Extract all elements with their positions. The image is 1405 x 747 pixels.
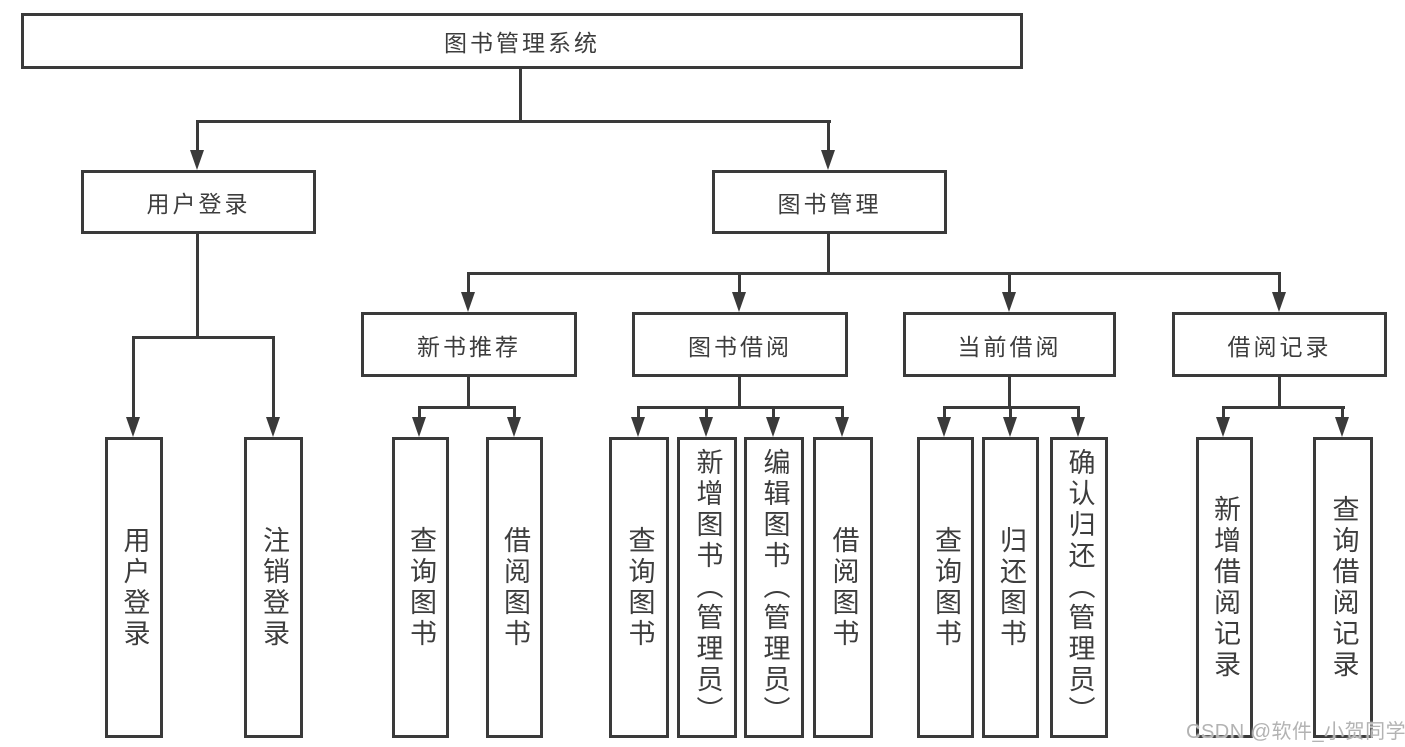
leaf-logout-label: 注销登录 [259, 525, 289, 650]
node-user-login: 用户登录 [81, 170, 316, 234]
node-book-borrowing-label: 图书借阅 [688, 333, 792, 360]
leaf-confirm-return-admin: 确认归还（管理员） [1050, 437, 1108, 738]
connector-borrowing-records-bar [1223, 406, 1345, 409]
connector-new-book-rec-bar [419, 406, 516, 409]
leaf-add-books-admin-label: 新增图书（管理员） [692, 448, 723, 727]
node-root-library-management-system: 图书管理系统 [21, 13, 1023, 69]
connector-borrowing-records-stem [1278, 375, 1281, 409]
connector-book-management-stem [827, 233, 830, 275]
leaf-return-books: 归还图书 [982, 437, 1039, 738]
leaf-borrow-books-rec: 借阅图书 [486, 437, 543, 738]
connector-arrow-current-borrowing [1002, 272, 1016, 312]
connector-arrow-leaf-logout [266, 336, 280, 437]
connector-arrow-br-query [1335, 406, 1349, 437]
csdn-watermark: CSDN @软件_小贺同学 [1186, 721, 1405, 743]
node-borrowing-records: 借阅记录 [1172, 312, 1387, 377]
connector-arrow-cb-query [937, 406, 951, 437]
node-book-borrowing: 图书借阅 [632, 312, 848, 377]
leaf-query-books-current: 查询图书 [917, 437, 974, 738]
node-current-borrowing-label: 当前借阅 [957, 333, 1062, 360]
connector-current-borrowing-bar [944, 406, 1080, 409]
node-new-book-recommendation: 新书推荐 [361, 312, 577, 377]
leaf-borrow-books-borrowing: 借阅图书 [813, 437, 873, 738]
node-new-book-recommendation-label: 新书推荐 [417, 333, 521, 360]
connector-level3-bar [467, 272, 1281, 275]
node-borrowing-records-label: 借阅记录 [1227, 333, 1332, 360]
connector-arrow-bb-borrow [835, 406, 849, 437]
node-book-management: 图书管理 [712, 170, 947, 234]
connector-arrow-new-book-rec [461, 272, 475, 312]
leaf-add-borrowing-record: 新增借阅记录 [1196, 437, 1253, 738]
leaf-query-borrowing-record-label: 查询借阅记录 [1328, 494, 1359, 681]
leaf-user-login: 用户登录 [105, 437, 163, 738]
connector-arrow-cb-return [1003, 406, 1017, 437]
connector-user-login-bar [132, 336, 275, 339]
connector-current-borrowing-stem [1008, 375, 1011, 409]
connector-arrow-br-add [1216, 406, 1230, 437]
connector-root-stem [519, 67, 522, 123]
connector-arrow-bb-query [631, 406, 645, 437]
connector-user-login-stem [196, 233, 199, 339]
connector-arrow-book-borrowing [732, 272, 746, 312]
leaf-query-books-current-label: 查询图书 [931, 525, 961, 650]
leaf-query-books-rec: 查询图书 [392, 437, 449, 738]
leaf-add-borrowing-record-label: 新增借阅记录 [1210, 494, 1240, 681]
connector-arrow-cb-confirm [1071, 406, 1085, 437]
leaf-confirm-return-admin-label: 确认归还（管理员） [1064, 448, 1095, 727]
node-book-management-label: 图书管理 [777, 191, 882, 217]
connector-book-borrowing-bar [637, 406, 844, 409]
connector-book-borrowing-stem [738, 375, 741, 409]
leaf-logout: 注销登录 [244, 437, 303, 738]
leaf-edit-books-admin-label: 编辑图书（管理员） [759, 448, 790, 727]
leaf-add-books-admin: 新增图书（管理员） [677, 437, 737, 738]
connector-arrow-leaf-login [126, 336, 140, 437]
node-current-borrowing: 当前借阅 [903, 312, 1116, 377]
node-user-login-label: 用户登录 [146, 191, 251, 217]
connector-level2-bar [197, 120, 831, 123]
connector-new-book-rec-stem [467, 375, 470, 409]
connector-arrow-bb-edit [766, 406, 780, 437]
connector-arrow-borrowing-records [1272, 272, 1286, 312]
leaf-query-borrowing-record: 查询借阅记录 [1313, 437, 1373, 738]
connector-arrow-bb-add [699, 406, 713, 437]
leaf-borrow-books-rec-label: 借阅图书 [500, 525, 530, 650]
node-root-label: 图书管理系统 [444, 30, 600, 56]
leaf-user-login-label: 用户登录 [119, 525, 150, 650]
connector-arrow-book-management [821, 120, 835, 170]
connector-arrow-user-login [190, 120, 204, 170]
leaf-query-books-rec-label: 查询图书 [406, 525, 436, 650]
leaf-query-books-borrowing: 查询图书 [609, 437, 669, 738]
leaf-borrow-books-borrowing-label: 借阅图书 [828, 525, 859, 650]
leaf-edit-books-admin: 编辑图书（管理员） [744, 437, 804, 738]
leaf-query-books-borrowing-label: 查询图书 [624, 525, 655, 650]
connector-arrow-nbr-query [412, 406, 426, 437]
connector-arrow-nbr-borrow [507, 406, 521, 437]
leaf-return-books-label: 归还图书 [996, 525, 1026, 650]
